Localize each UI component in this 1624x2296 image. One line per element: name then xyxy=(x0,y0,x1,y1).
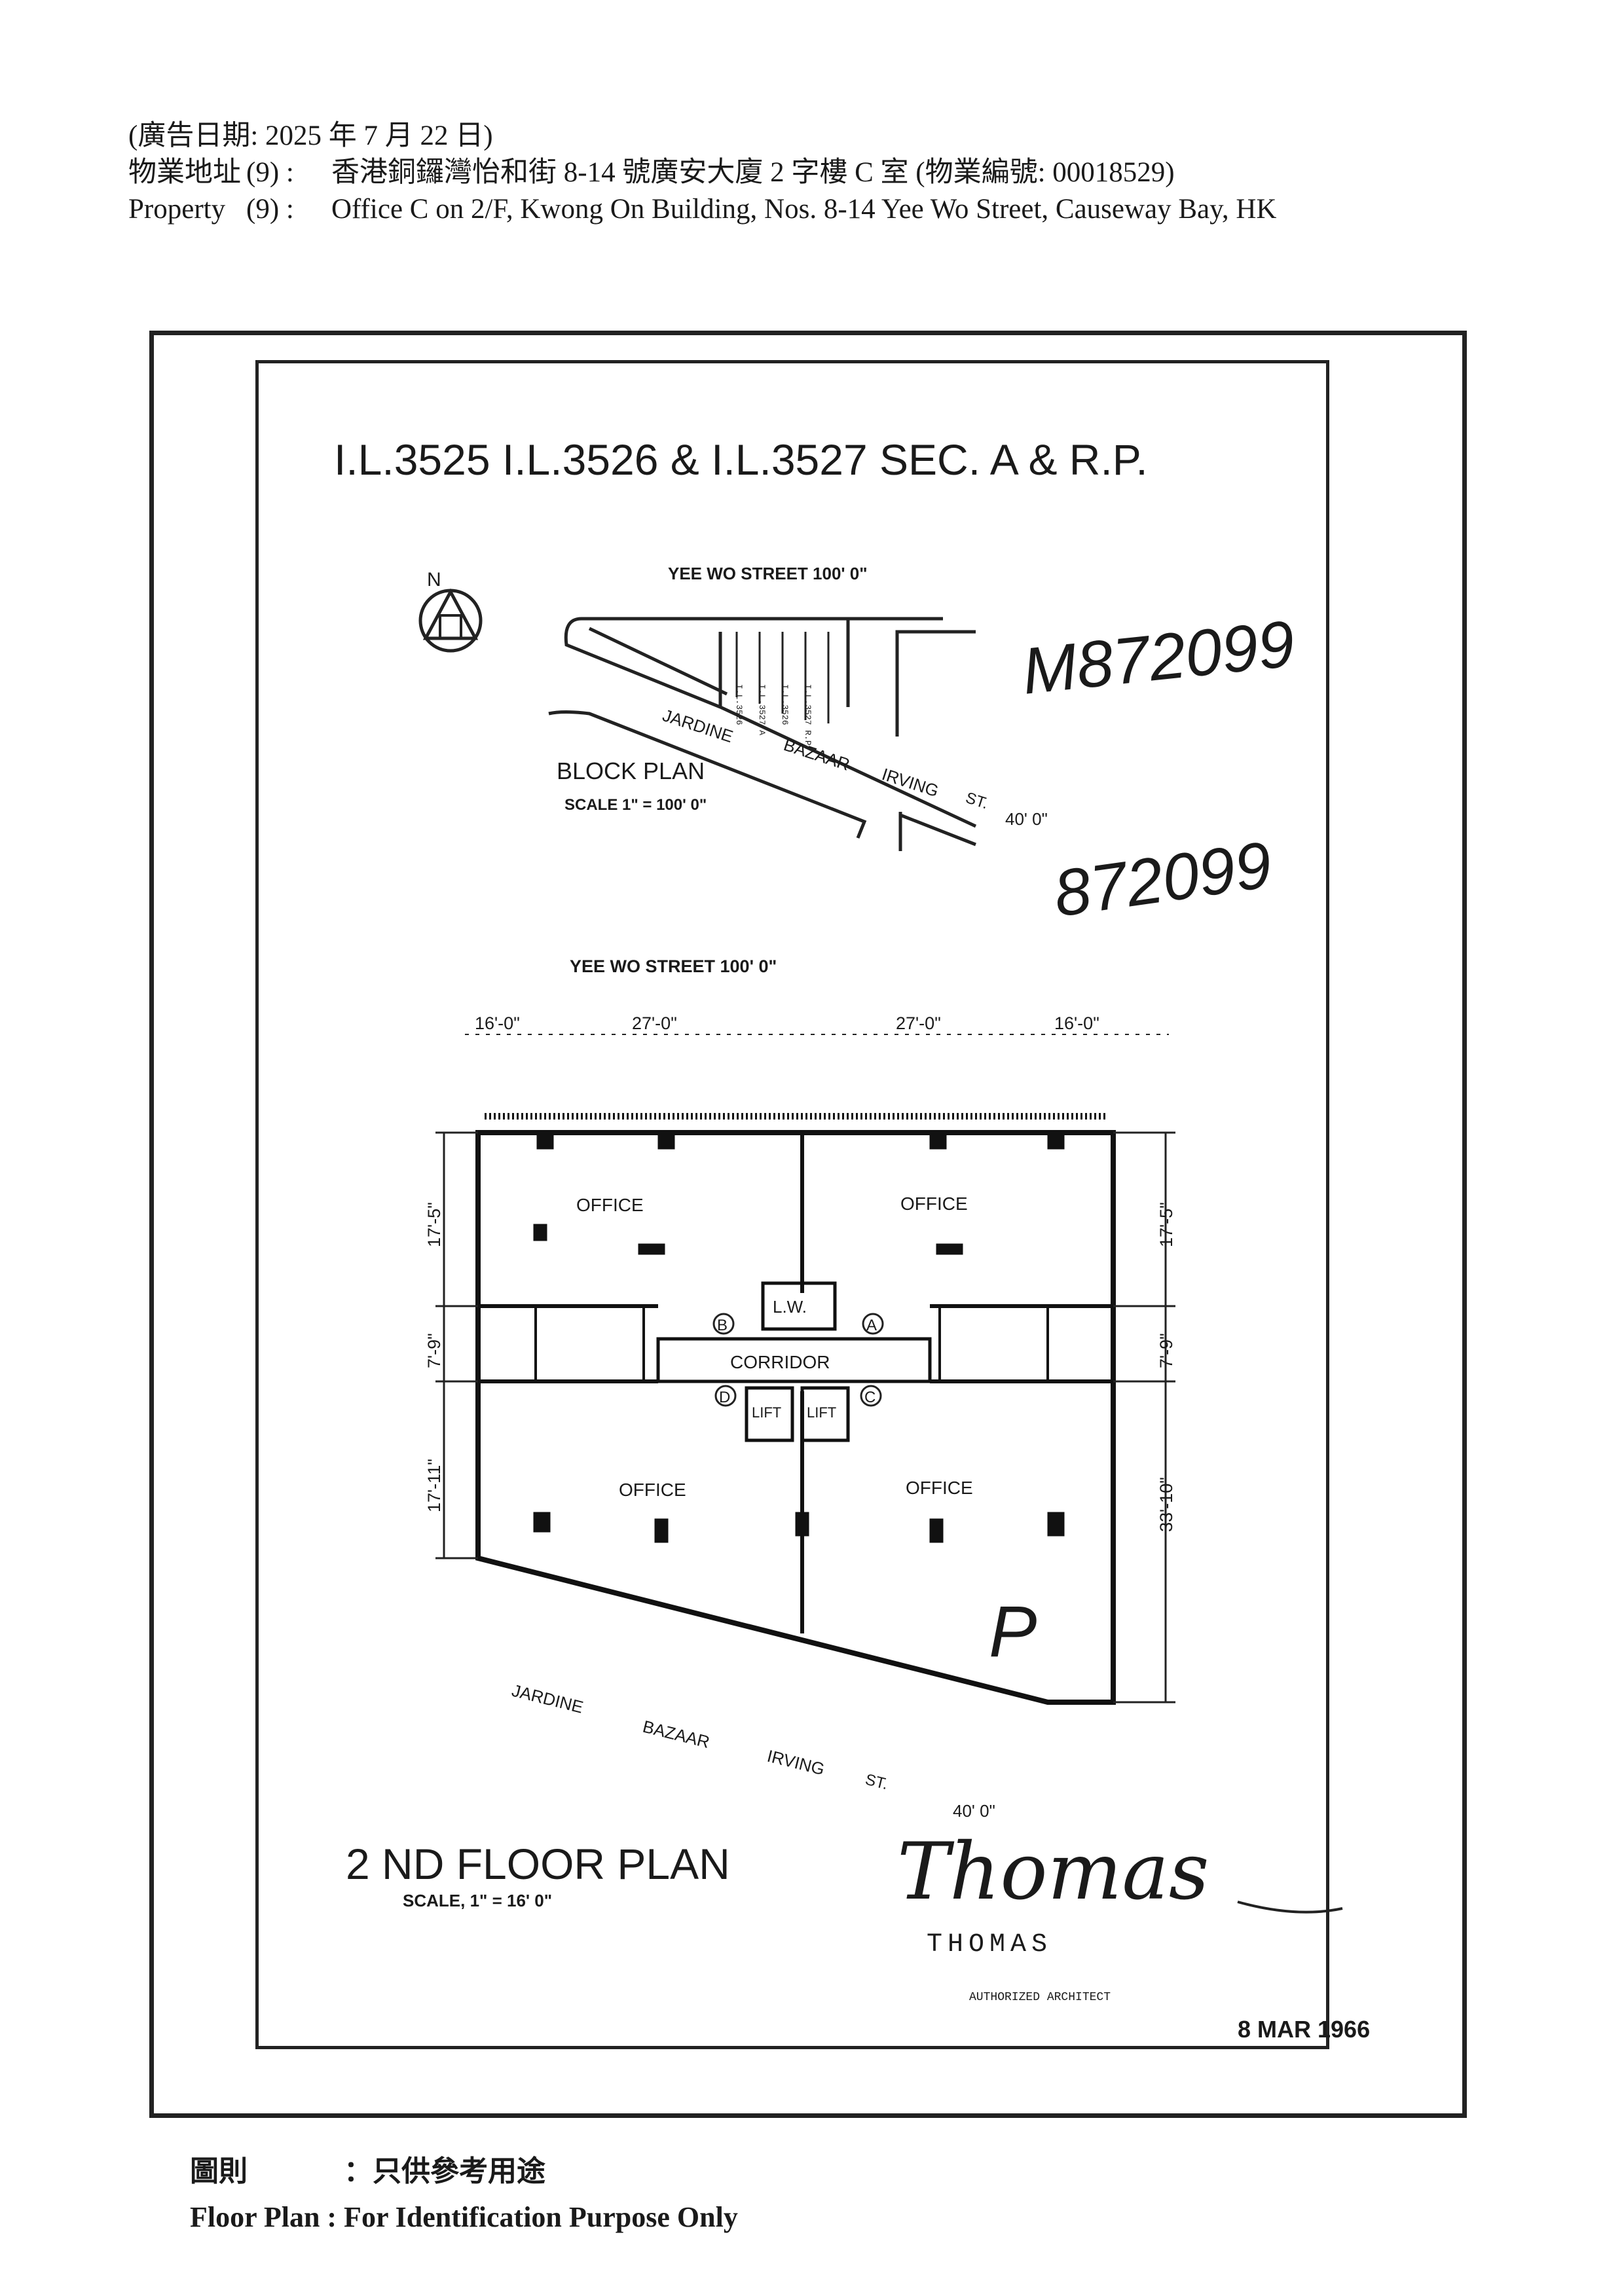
floor-plan-scale: SCALE, 1" = 16' 0" xyxy=(403,1891,552,1910)
marker-d: D xyxy=(714,1385,737,1407)
dim-right-3: 33'-10" xyxy=(1156,1477,1176,1532)
address-label-en: Property xyxy=(128,194,226,225)
marker-a-label: A xyxy=(866,1317,877,1334)
dim-right-1: 17'-5" xyxy=(1156,1202,1176,1247)
room-office-b: OFFICE xyxy=(900,1194,968,1214)
plan-inner-frame xyxy=(255,360,1329,2049)
dim-left-3: 17'-11" xyxy=(424,1459,444,1512)
dim-top-4: 16'-0" xyxy=(1054,1013,1099,1033)
stamp-name: THOMAS xyxy=(927,1930,1052,1959)
marker-b: B xyxy=(712,1313,735,1335)
document-footer: 圖則 ：只供參考用途 Floor Plan : For Identificatio… xyxy=(190,2149,738,2240)
marker-c-label: C xyxy=(864,1389,876,1406)
footer-text-cn: ：只供參考用途 xyxy=(344,2155,545,2187)
address-en: Office C on 2/F, Kwong On Building, Nos.… xyxy=(331,194,1277,225)
address-row-cn: 物業地址(9) : 香港銅鑼灣怡和街 8-14 號廣安大廈 2 字樓 C 室 (物… xyxy=(128,155,1276,191)
dim-right-2: 7'-9" xyxy=(1156,1333,1176,1368)
street-bottom-2: BAZAAR xyxy=(641,1717,712,1752)
north-arrow-icon: N xyxy=(418,569,483,653)
block-plan-lot-4: I.L.3527 R.P. xyxy=(803,684,813,750)
address-number-cn: (9) : xyxy=(246,157,294,188)
advertisement-date: (廣告日期: 2025 年 7 月 22 日) xyxy=(128,120,493,151)
address-cn: 香港銅鑼灣怡和街 8-14 號廣安大廈 2 字樓 C 室 (物業編號: 0001… xyxy=(331,157,1175,188)
block-plan-street-top: YEE WO STREET 100' 0" xyxy=(668,564,868,583)
dim-top-1: 16'-0" xyxy=(475,1013,520,1033)
room-office-c: OFFICE xyxy=(619,1480,686,1500)
lift-label-2: LIFT xyxy=(807,1404,836,1421)
dim-top-3: 27'-0" xyxy=(896,1013,941,1033)
footer-label-cn: 圖則 xyxy=(190,2155,248,2187)
signature-flourish xyxy=(1237,1901,1343,1914)
marker-d-label: D xyxy=(719,1389,730,1406)
block-plan-street-diag-1: JARDINE xyxy=(660,705,735,746)
footer-cn: 圖則 ：只供參考用途 xyxy=(190,2149,738,2195)
floor-plan-title: 2 ND FLOOR PLAN xyxy=(346,1840,730,1888)
document-header: (廣告日期: 2025 年 7 月 22 日) 物業地址(9) : 香港銅鑼灣怡和… xyxy=(128,118,1276,228)
block-plan-lot-1: I.L.3526 xyxy=(734,684,744,725)
block-plan-title: BLOCK PLAN xyxy=(557,757,705,784)
dim-left-2: 7'-9" xyxy=(424,1333,444,1368)
dimension-lines-right xyxy=(1113,1131,1175,1704)
north-label: N xyxy=(427,569,441,591)
room-office-d: OFFICE xyxy=(906,1478,973,1498)
room-office-a: OFFICE xyxy=(576,1195,644,1215)
date-stamp: 8 MAR 1966 xyxy=(1238,2016,1370,2043)
block-plan xyxy=(548,617,977,851)
address-row-en: Property (9) : Office C on 2/F, Kwong On B… xyxy=(128,191,1276,228)
block-plan-street-diag-4: ST. xyxy=(963,789,990,812)
block-plan-street-width: 40' 0" xyxy=(1005,809,1048,829)
lw-label: L.W. xyxy=(773,1297,807,1317)
block-plan-scale: SCALE 1" = 100' 0" xyxy=(564,796,707,814)
address-number-en: (9) : xyxy=(246,194,294,225)
architect-signature: Thomas xyxy=(897,1827,1209,1918)
street-bottom-3: IRVING xyxy=(766,1746,827,1779)
dim-top-2: 27'-0" xyxy=(632,1013,677,1033)
street-bottom-width: 40' 0" xyxy=(953,1801,995,1821)
handwritten-number-1: M872099 xyxy=(1019,607,1298,708)
marker-a: A xyxy=(862,1313,884,1335)
hand-mark-p: P xyxy=(989,1592,1037,1672)
street-bottom-4: ST. xyxy=(864,1771,890,1794)
lot-title: I.L.3525 I.L.3526 & I.L.3527 SEC. A & R.… xyxy=(334,435,1148,484)
dim-left-1: 17'-5" xyxy=(424,1202,444,1247)
footer-en: Floor Plan : For Identification Purpose … xyxy=(190,2201,738,2233)
building-walls xyxy=(475,1113,1116,1705)
street-bottom-1: JARDINE xyxy=(510,1681,585,1717)
block-plan-lot-2: I.L.3527 A xyxy=(757,684,767,735)
dimension-lines-left xyxy=(435,1131,478,1559)
marker-b-label: B xyxy=(717,1317,728,1334)
marker-c: C xyxy=(860,1385,882,1407)
corridor-label: CORRIDOR xyxy=(730,1352,830,1372)
block-plan-street-diag-2: BAZAAR xyxy=(781,735,852,774)
stamp-line-2: AUTHORIZED ARCHITECT xyxy=(969,1991,1111,2004)
floor-plan-street-top: YEE WO STREET 100' 0" xyxy=(570,957,777,976)
block-plan-lot-3: I.L.3526 xyxy=(780,684,790,725)
plan-outer-frame xyxy=(149,331,1467,2118)
lift-label-1: LIFT xyxy=(752,1404,781,1421)
handwritten-number-2: 872099 xyxy=(1049,828,1276,930)
address-label-cn: 物業地址 xyxy=(128,157,241,188)
